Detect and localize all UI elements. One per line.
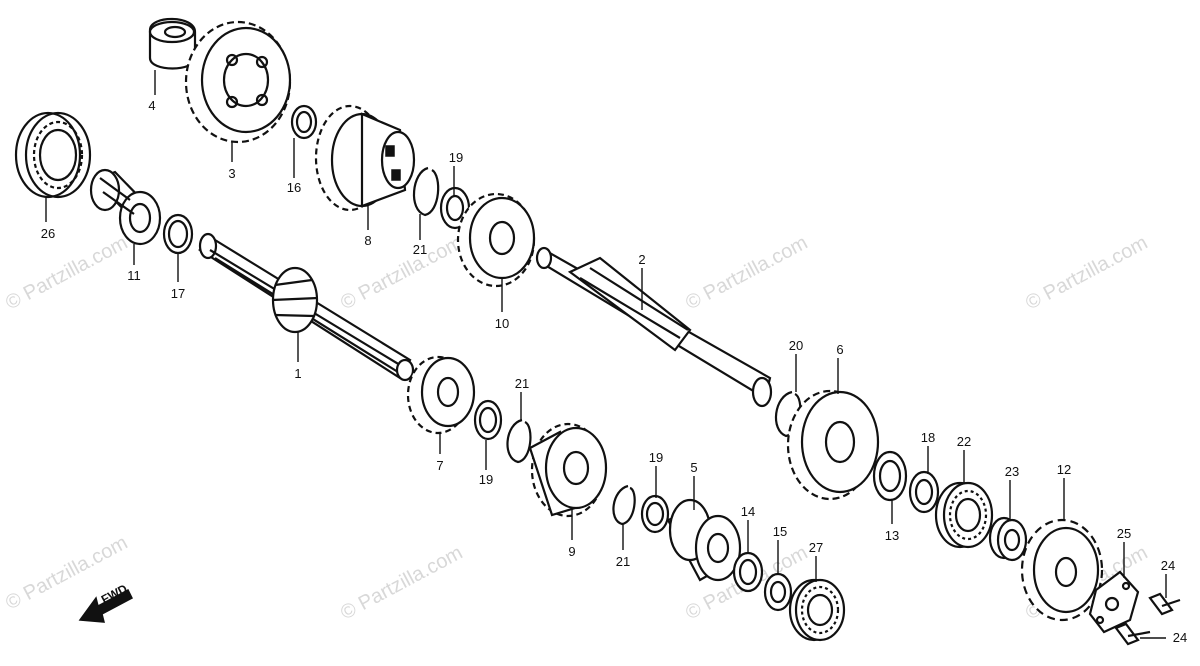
gear-10[interactable] bbox=[456, 192, 536, 288]
bearing-22[interactable] bbox=[934, 481, 994, 549]
fwd-arrow-icon: FWD bbox=[78, 581, 133, 623]
gear-8[interactable] bbox=[314, 104, 416, 212]
callout-5: 5 bbox=[690, 460, 697, 475]
gear-9[interactable] bbox=[528, 422, 608, 518]
leader-lines bbox=[45, 70, 1167, 639]
gear-5[interactable] bbox=[666, 498, 742, 582]
callout-7: 7 bbox=[436, 458, 443, 473]
circlip-21a[interactable] bbox=[412, 166, 440, 217]
gear-7[interactable] bbox=[406, 355, 476, 435]
callout-21c: 21 bbox=[616, 554, 630, 569]
retainer-plate-25[interactable] bbox=[1088, 570, 1140, 634]
watermark: © Partzilla.com bbox=[1022, 232, 1151, 315]
watermark: © Partzilla.com bbox=[2, 232, 131, 315]
washer-16[interactable] bbox=[290, 104, 318, 140]
washer-15[interactable] bbox=[763, 572, 793, 612]
circlip-21b[interactable] bbox=[506, 418, 532, 464]
circlip-21c[interactable] bbox=[612, 484, 636, 526]
callout-20: 20 bbox=[789, 338, 803, 353]
callout-9: 9 bbox=[568, 544, 575, 559]
collar-23[interactable] bbox=[988, 516, 1028, 562]
callout-3: 3 bbox=[228, 166, 235, 181]
callout-4: 4 bbox=[148, 98, 155, 113]
callout-11: 11 bbox=[127, 268, 141, 283]
callout-10: 10 bbox=[495, 316, 509, 331]
watermark: © Partzilla.com bbox=[337, 542, 466, 625]
callout-16: 16 bbox=[287, 180, 301, 195]
bushing-4[interactable] bbox=[148, 17, 197, 70]
callout-21b: 21 bbox=[515, 376, 529, 391]
bushing-11[interactable] bbox=[89, 168, 162, 246]
callout-24a: 24 bbox=[1161, 558, 1175, 573]
washer-14[interactable] bbox=[732, 551, 764, 593]
washer-13[interactable] bbox=[872, 450, 908, 502]
drive-sprocket-12[interactable] bbox=[1020, 518, 1104, 622]
callout-27: 27 bbox=[809, 540, 823, 555]
gear-3[interactable] bbox=[184, 20, 292, 144]
countershaft-2[interactable] bbox=[535, 246, 773, 408]
splined-washer-19b[interactable] bbox=[473, 399, 503, 441]
seal-18[interactable] bbox=[908, 470, 940, 514]
callout-24b: 24 bbox=[1173, 630, 1187, 645]
callout-23: 23 bbox=[1005, 464, 1019, 479]
callout-13: 13 bbox=[885, 528, 899, 543]
callout-17: 17 bbox=[171, 286, 185, 301]
bearing-26[interactable] bbox=[14, 111, 92, 199]
main-shaft-1[interactable] bbox=[197, 232, 415, 382]
watermark: © Partzilla.com bbox=[337, 232, 466, 315]
callout-1: 1 bbox=[294, 366, 301, 381]
callout-12: 12 bbox=[1057, 462, 1071, 477]
callout-2: 2 bbox=[638, 252, 645, 267]
bolt-24a[interactable] bbox=[1148, 592, 1181, 616]
bearing-27[interactable] bbox=[788, 578, 846, 642]
callout-19b: 19 bbox=[479, 472, 493, 487]
splined-washer-19c[interactable] bbox=[640, 494, 670, 534]
callout-22: 22 bbox=[957, 434, 971, 449]
callout-26: 26 bbox=[41, 226, 55, 241]
callout-14: 14 bbox=[741, 504, 755, 519]
washer-17[interactable] bbox=[162, 213, 194, 255]
callout-15: 15 bbox=[773, 524, 787, 539]
bolt-24b[interactable] bbox=[1114, 622, 1151, 646]
callout-6: 6 bbox=[836, 342, 843, 357]
callout-18: 18 bbox=[921, 430, 935, 445]
callout-8: 8 bbox=[364, 233, 371, 248]
callout-19c: 19 bbox=[649, 450, 663, 465]
circlip-20[interactable] bbox=[774, 390, 802, 438]
callout-labels: 4 3 16 8 21 19 10 26 11 17 1 2 7 19 21 9… bbox=[41, 98, 1187, 645]
callout-19a: 19 bbox=[449, 150, 463, 165]
watermark: © Partzilla.com bbox=[682, 232, 811, 315]
gear-6[interactable] bbox=[786, 389, 880, 501]
callout-25: 25 bbox=[1117, 526, 1131, 541]
callout-21a: 21 bbox=[413, 242, 427, 257]
